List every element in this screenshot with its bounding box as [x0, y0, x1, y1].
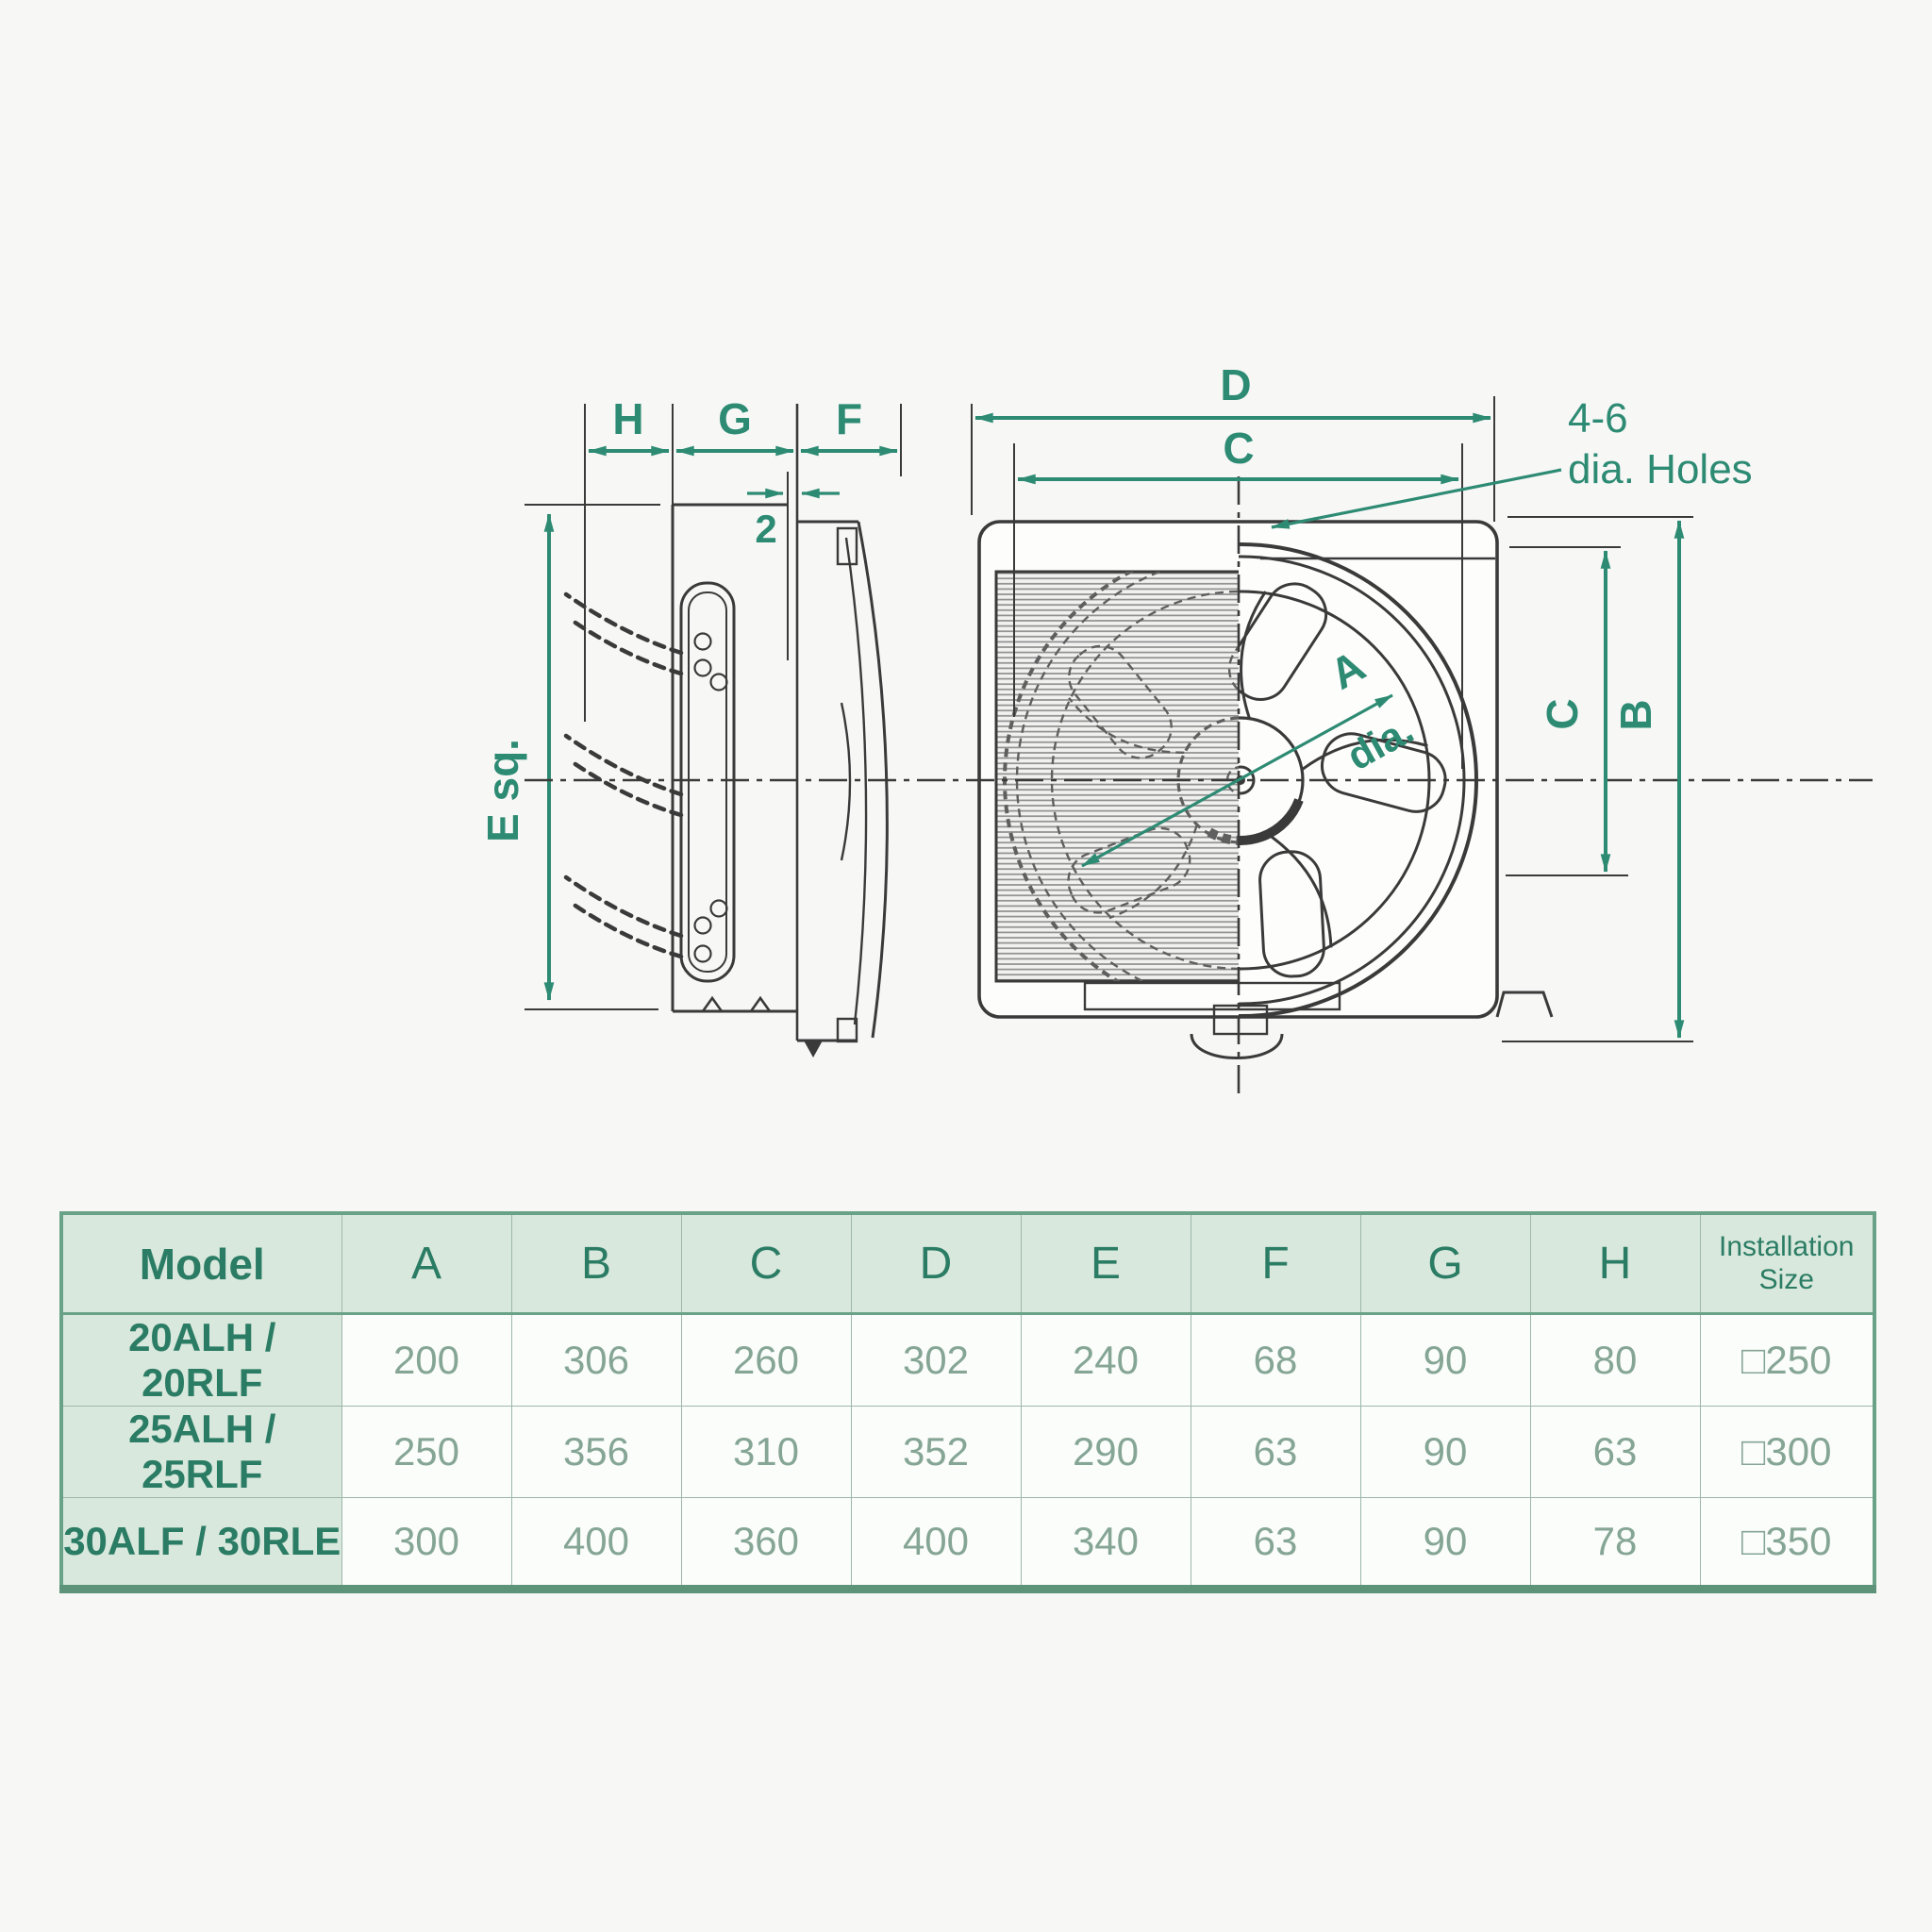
value-cell: 400: [850, 1497, 1022, 1590]
model-cell: 30ALF / 30RLE: [60, 1497, 342, 1590]
dim-label-g: G: [718, 394, 752, 443]
value-cell: 356: [510, 1406, 682, 1498]
table-row: 30ALF / 30RLE 300 400 360 400 340 63 90 …: [60, 1497, 1875, 1590]
value-cell: 200: [341, 1313, 512, 1407]
col-header-a: A: [341, 1212, 512, 1315]
side-view: H G F 2 E sq.: [478, 394, 902, 1058]
header-row: Model A B C D E F G H Installation Size: [60, 1212, 1875, 1315]
col-header-d: D: [850, 1212, 1022, 1315]
value-cell: 290: [1020, 1406, 1191, 1498]
value-cell: 63: [1529, 1406, 1701, 1498]
value-cell: 78: [1529, 1497, 1701, 1590]
value-cell: 340: [1020, 1497, 1191, 1590]
table-row: 25ALH / 25RLF 250 356 310 352 290 63 90 …: [60, 1406, 1875, 1498]
value-cell: 90: [1359, 1406, 1531, 1498]
value-cell: 360: [680, 1497, 852, 1590]
value-cell: 400: [510, 1497, 682, 1590]
col-header-g: G: [1359, 1212, 1531, 1315]
col-header-c: C: [680, 1212, 852, 1315]
shutter-flaps: [563, 591, 684, 959]
value-cell: □350: [1699, 1497, 1875, 1590]
model-cell: 25ALH / 25RLF: [60, 1406, 342, 1498]
value-cell: 306: [510, 1313, 682, 1407]
value-cell: 352: [850, 1406, 1022, 1498]
col-header-installation-size: Installation Size: [1699, 1212, 1875, 1315]
holes-leader: [1271, 468, 1562, 529]
dim-label-gap: 2: [755, 507, 776, 551]
value-cell: □300: [1699, 1406, 1875, 1498]
grille-hatch: [996, 572, 1239, 981]
dim-label-d: D: [1220, 360, 1251, 409]
value-cell: 300: [341, 1497, 512, 1590]
fan-body-profile: [797, 520, 889, 1058]
value-cell: 250: [341, 1406, 512, 1498]
value-cell: 80: [1529, 1313, 1701, 1407]
value-cell: 310: [680, 1406, 852, 1498]
model-cell: 20ALH / 20RLF: [60, 1313, 342, 1407]
dim-label-c-right: C: [1538, 698, 1587, 729]
col-header-e: E: [1020, 1212, 1191, 1315]
value-cell: 90: [1359, 1313, 1531, 1407]
value-cell: 90: [1359, 1497, 1531, 1590]
col-header-h: H: [1529, 1212, 1701, 1315]
technical-drawing: H G F 2 E sq.: [478, 360, 1873, 1099]
dim-arrow-a: [1081, 693, 1393, 868]
value-cell: 240: [1020, 1313, 1191, 1407]
col-header-f: F: [1190, 1212, 1361, 1315]
value-cell: 68: [1190, 1313, 1361, 1407]
holes-note-line2: dia. Holes: [1568, 446, 1753, 492]
col-header-model: Model: [60, 1212, 342, 1315]
spec-table: Model A B C D E F G H Installation Size …: [59, 1211, 1876, 1593]
corner-foot: [1495, 991, 1554, 1018]
holes-note-line1: 4-6: [1568, 395, 1628, 441]
bottom-bracket: [1083, 981, 1341, 1011]
value-cell: □250: [1699, 1313, 1875, 1407]
value-cell: 63: [1190, 1406, 1361, 1498]
value-cell: 63: [1190, 1497, 1361, 1590]
value-cell: 302: [850, 1313, 1022, 1407]
col-header-b: B: [510, 1212, 682, 1315]
louver-capsule: [679, 581, 736, 983]
dim-label-h: H: [612, 394, 643, 443]
dim-label-f: F: [836, 394, 862, 443]
dim-label-e: E sq.: [478, 739, 527, 842]
dim-label-c-top: C: [1223, 424, 1254, 473]
table-row: 20ALH / 20RLF 200 306 260 302 240 68 90 …: [60, 1313, 1875, 1407]
front-view: D C 4-6 dia. Holes A dia. C B: [525, 360, 1873, 1099]
value-cell: 260: [680, 1313, 852, 1407]
dim-label-b: B: [1611, 699, 1660, 730]
